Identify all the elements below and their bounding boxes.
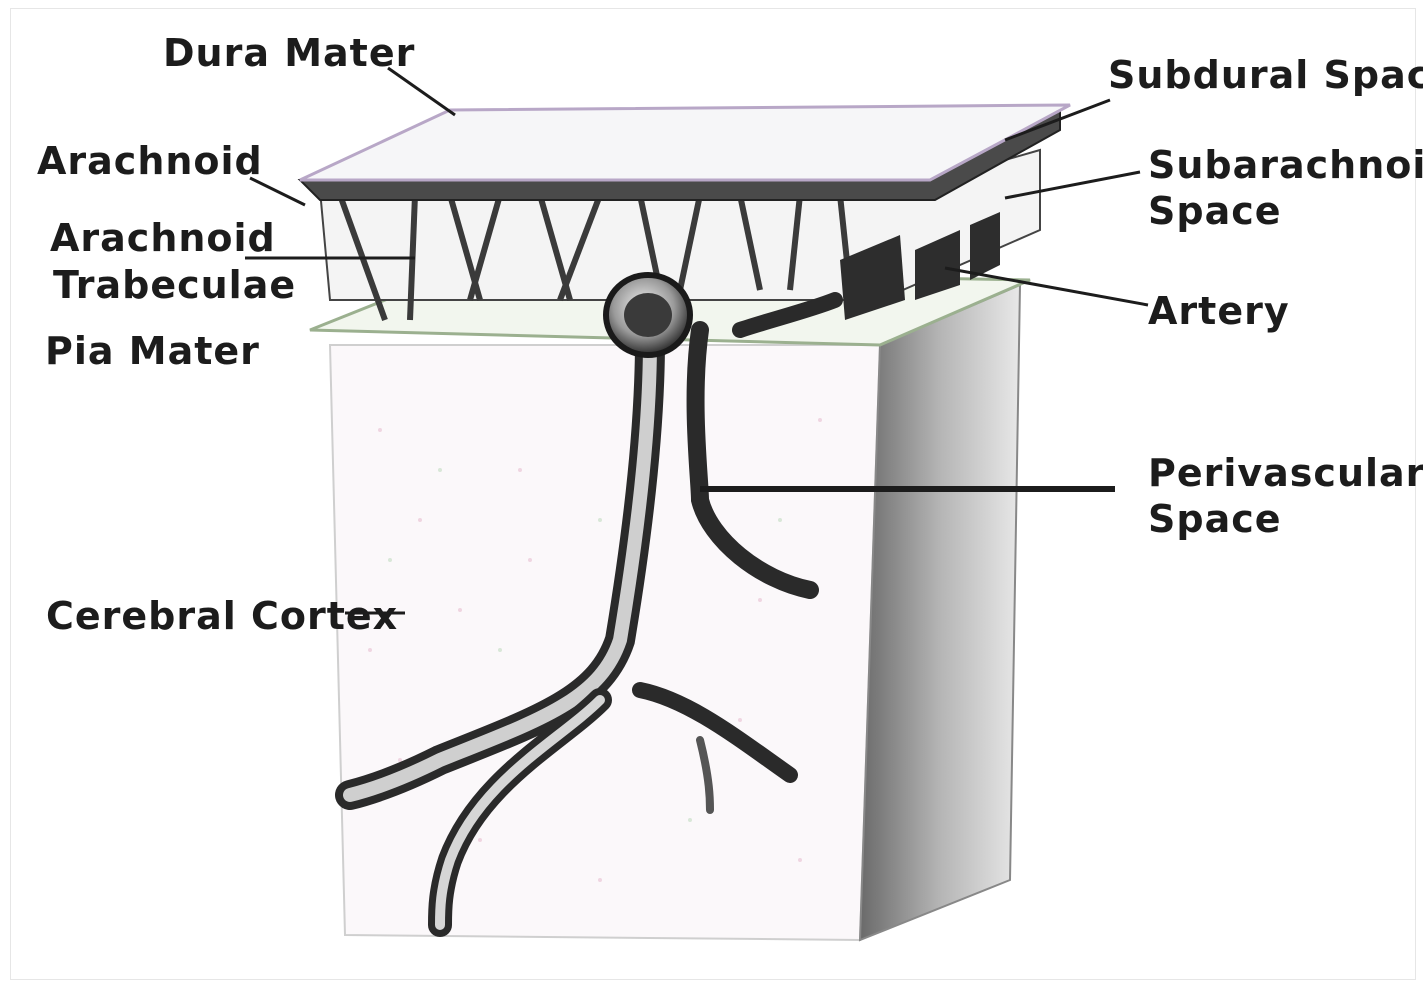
- label-dura-mater: Dura Mater: [163, 30, 415, 76]
- artery-lumen: [624, 293, 672, 337]
- label-arachnoid-trabeculae-line-2: Trabeculae: [53, 262, 296, 308]
- label-arachnoid-trabeculae-line-1: Arachnoid: [50, 215, 276, 261]
- label-pia-mater: Pia Mater: [45, 328, 260, 374]
- label-arachnoid: Arachnoid: [37, 138, 263, 184]
- label-subarachnoid-line-2: Space: [1148, 188, 1282, 234]
- label-subarachnoid-line-1: Subarachnoid: [1148, 142, 1423, 188]
- label-perivascular-line-2: Space: [1148, 496, 1282, 542]
- label-perivascular-line-1: Perivascular: [1148, 450, 1423, 496]
- label-cerebral-cortex: Cerebral Cortex: [46, 593, 398, 639]
- label-artery: Artery: [1148, 288, 1290, 334]
- label-subdural-space: Subdural Space: [1108, 52, 1423, 98]
- cortex-side-face: [860, 285, 1020, 940]
